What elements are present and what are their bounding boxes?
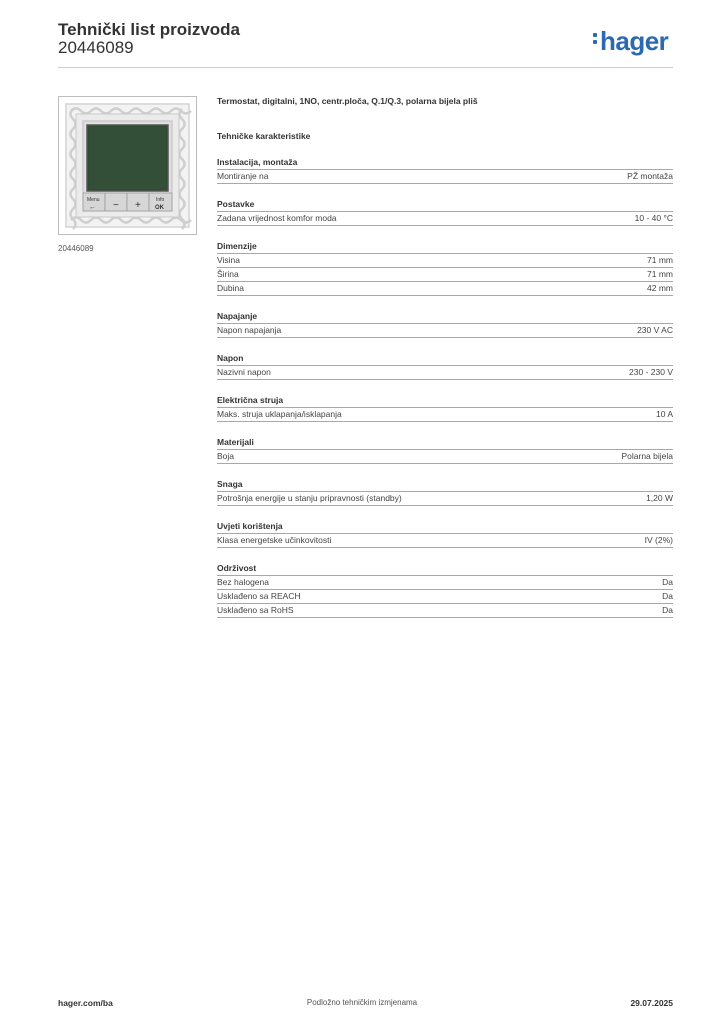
product-description: Termostat, digitalni, 1NO, centr.ploča, … bbox=[217, 96, 478, 106]
menu-button-label: Menu bbox=[87, 197, 100, 203]
spec-row: Dubina 42 mm bbox=[217, 282, 673, 296]
section-title: Električna struja bbox=[217, 394, 673, 408]
spec-value: 10 - 40 °C bbox=[634, 213, 673, 223]
spec-value: IV (2%) bbox=[644, 535, 673, 545]
spec-value: 42 mm bbox=[647, 283, 673, 293]
spec-label: Nazivni napon bbox=[217, 367, 271, 377]
document-title: Tehnički list proizvoda bbox=[58, 20, 240, 39]
spec-row: Boja Polarna bijela bbox=[217, 450, 673, 464]
section-title: Uvjeti korištenja bbox=[217, 520, 673, 534]
spec-content: Termostat, digitalni, 1NO, centr.ploča, … bbox=[217, 95, 673, 618]
spec-row: Usklađeno sa REACH Da bbox=[217, 590, 673, 604]
footer-date: 29.07.2025 bbox=[630, 998, 673, 1008]
plus-button-label: + bbox=[135, 200, 141, 211]
spec-value: Polarna bijela bbox=[621, 451, 673, 461]
spec-row: Širina 71 mm bbox=[217, 268, 673, 282]
logo-dots-icon bbox=[593, 30, 598, 47]
header-divider bbox=[58, 67, 673, 68]
spec-value: 71 mm bbox=[647, 269, 673, 279]
product-image-caption: 20446089 bbox=[58, 244, 94, 253]
spec-row: Usklađeno sa RoHS Da bbox=[217, 604, 673, 618]
spec-value: 1,20 W bbox=[646, 493, 673, 503]
footer-notice: Podložno tehničkim izmjenama bbox=[306, 998, 418, 1007]
hager-logo: hager bbox=[593, 26, 669, 57]
spec-label: Usklađeno sa RoHS bbox=[217, 605, 294, 615]
spec-row: Nazivni napon 230 - 230 V bbox=[217, 366, 673, 380]
spec-value: Da bbox=[662, 591, 673, 601]
back-arrow-icon: ← bbox=[89, 204, 96, 211]
spec-label: Dubina bbox=[217, 283, 244, 293]
spec-value: 71 mm bbox=[647, 255, 673, 265]
spec-row: Zadana vrijednost komfor moda 10 - 40 °C bbox=[217, 212, 673, 226]
spec-value: 10 A bbox=[655, 409, 673, 419]
section-title: Napon bbox=[217, 352, 673, 366]
spec-row: Bez halogena Da bbox=[217, 576, 673, 590]
spec-value: PŽ montaža bbox=[627, 171, 673, 181]
section-title: Održivost bbox=[217, 562, 673, 576]
logo-text: hager bbox=[600, 26, 669, 56]
spec-row: Montiranje na PŽ montaža bbox=[217, 170, 673, 184]
characteristics-title: Tehničke karakteristike bbox=[217, 131, 311, 141]
spec-label: Montiranje na bbox=[217, 171, 269, 181]
section-title: Snaga bbox=[217, 478, 673, 492]
spec-label: Klasa energetske učinkovitosti bbox=[217, 535, 332, 545]
ok-button-label: OK bbox=[155, 205, 165, 211]
thermostat-illustration: Menu ← − + Info OK bbox=[65, 103, 192, 230]
spec-value: Da bbox=[662, 577, 673, 587]
section-title: Materijali bbox=[217, 436, 673, 450]
spec-row: Klasa energetske učinkovitosti IV (2%) bbox=[217, 534, 673, 548]
footer-website: hager.com/ba bbox=[58, 998, 113, 1008]
spec-value: 230 - 230 V bbox=[629, 367, 673, 377]
minus-button-label: − bbox=[113, 200, 119, 211]
spec-row: Napon napajanja 230 V AC bbox=[217, 324, 673, 338]
product-code-header: 20446089 bbox=[58, 38, 134, 57]
spec-label: Potrošnja energije u stanju pripravnosti… bbox=[217, 493, 402, 503]
spec-label: Maks. struja uklapanja/isklapanja bbox=[217, 409, 342, 419]
spec-row: Maks. struja uklapanja/isklapanja 10 A bbox=[217, 408, 673, 422]
spec-value: 230 V AC bbox=[637, 325, 673, 335]
section-title: Postavke bbox=[217, 198, 673, 212]
spec-label: Širina bbox=[217, 269, 239, 279]
spec-label: Visina bbox=[217, 255, 240, 265]
section-title: Dimenzije bbox=[217, 240, 673, 254]
spec-label: Boja bbox=[217, 451, 235, 461]
section-title: Napajanje bbox=[217, 310, 673, 324]
section-title: Instalacija, montaža bbox=[217, 156, 673, 170]
spec-label: Usklađeno sa REACH bbox=[217, 591, 301, 601]
product-image: Menu ← − + Info OK bbox=[58, 96, 197, 235]
spec-label: Bez halogena bbox=[217, 577, 269, 587]
spec-label: Napon napajanja bbox=[217, 325, 282, 335]
spec-row: Potrošnja energije u stanju pripravnosti… bbox=[217, 492, 673, 506]
spec-label: Zadana vrijednost komfor moda bbox=[217, 213, 337, 223]
spec-value: Da bbox=[662, 605, 673, 615]
spec-row: Visina 71 mm bbox=[217, 254, 673, 268]
info-button-label: Info bbox=[156, 197, 165, 203]
